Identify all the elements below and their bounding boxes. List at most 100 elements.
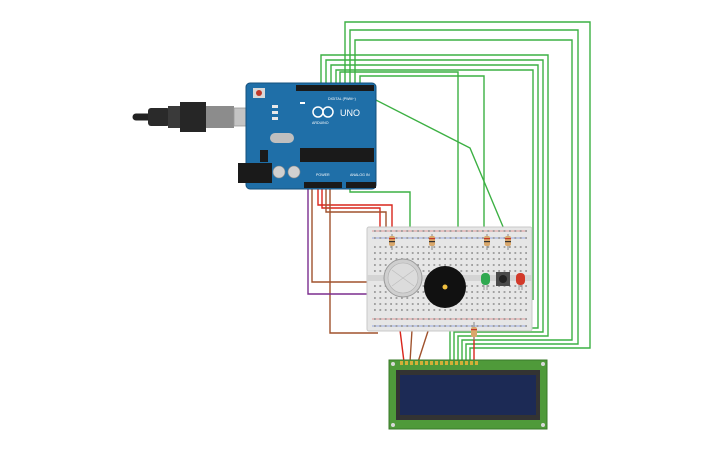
breadboard-hole [395,252,398,254]
breadboard-hole [379,237,382,239]
breadboard-hole [514,237,517,239]
breadboard-hole [509,258,511,260]
lcd-pin [425,361,428,365]
breadboard-hole [487,252,490,254]
breadboard-hole [498,270,500,272]
lcd-pin [470,361,473,365]
breadboard-hole [519,309,522,311]
breadboard-hole [401,309,403,311]
breadboard-hole [433,230,436,232]
breadboard-hole [471,309,473,311]
breadboard-hole [482,297,484,299]
wire-green-1 [344,21,591,362]
breadboard-hole [476,325,479,327]
breadboard-hole [492,303,495,305]
arduino-uno-board: UNO ARDUINO DIGITAL (PWM~) POWER ANALOG … [238,82,377,190]
breadboard-hole [460,303,463,305]
breadboard-hole [417,252,419,254]
breadboard-hole [509,246,511,248]
breadboard-hole [498,325,500,327]
breadboard-hole [519,318,522,320]
breadboard-hole [471,264,473,266]
breadboard-hole [406,246,409,248]
breadboard-hole [498,309,500,311]
breadboard-hole [428,230,430,232]
power-header-label: POWER [316,173,330,177]
breadboard-hole [509,325,511,327]
breadboard-hole [417,264,419,266]
breadboard-hole [487,309,490,311]
breadboard-hole [525,303,527,305]
breadboard-hole [406,303,409,305]
breadboard-hole [417,246,419,248]
breadboard-hole [519,285,522,287]
breadboard-hole [503,252,506,254]
breadboard-hole [487,318,490,320]
breadboard-hole [509,291,511,293]
red-led-icon [516,273,525,290]
breadboard-hole [455,230,457,232]
breadboard-hole [395,325,398,327]
microcontroller-chip [300,148,374,162]
breadboard-hole [395,230,398,232]
wire-green-2 [349,29,579,362]
resistor-2 [429,234,435,250]
breadboard-hole [471,252,473,254]
breadboard-hole [503,309,506,311]
breadboard-hole [519,291,522,293]
breadboard-hole [492,246,495,248]
breadboard-hole [519,252,522,254]
lcd-pin [430,361,433,365]
breadboard-hole [498,318,500,320]
wire-green-8 [339,71,459,245]
breadboard-hole [433,258,436,260]
breadboard-hole [465,270,468,272]
breadboard-hole [482,303,484,305]
breadboard-hole [465,264,468,266]
breadboard-hole [384,297,387,299]
breadboard-hole [476,252,479,254]
breadboard-hole [476,291,479,293]
breadboard-hole [509,252,511,254]
breadboard-hole [379,285,382,287]
breadboard-hole [379,291,382,293]
breadboard-hole [411,325,414,327]
breadboard-hole [428,325,430,327]
breadboard-hole [422,246,425,248]
breadboard-hole [514,230,517,232]
breadboard-hole [476,303,479,305]
wire-green-7 [335,69,534,300]
breadboard-hole [482,258,484,260]
lcd-pin [445,361,448,365]
resistor-5 [471,322,477,340]
breadboard-hole [395,237,398,239]
breadboard-hole [487,270,490,272]
breadboard-hole [433,318,436,320]
breadboard-hole [492,237,495,239]
breadboard-hole [487,264,490,266]
breadboard-hole [460,309,463,311]
breadboard-hole [444,318,446,320]
breadboard-hole [519,297,522,299]
breadboard-hole [482,309,484,311]
analog-header [346,182,376,188]
breadboard-hole [411,318,414,320]
breadboard-hole [498,230,500,232]
breadboard-hole [390,246,392,248]
breadboard-hole [498,303,500,305]
breadboard-hole [417,230,419,232]
breadboard-hole [411,303,414,305]
breadboard-hole [422,297,425,299]
breadboard-hole [406,325,409,327]
green-led-icon [481,273,490,290]
breadboard-hole [374,246,376,248]
breadboard-hole [498,297,500,299]
lcd-pin [435,361,438,365]
breadboard-hole [503,325,506,327]
breadboard-hole [482,318,484,320]
breadboard-hole [395,309,398,311]
breadboard-hole [449,264,452,266]
breadboard-hole [438,252,441,254]
breadboard-hole [455,309,457,311]
wire-green-5 [325,59,544,362]
